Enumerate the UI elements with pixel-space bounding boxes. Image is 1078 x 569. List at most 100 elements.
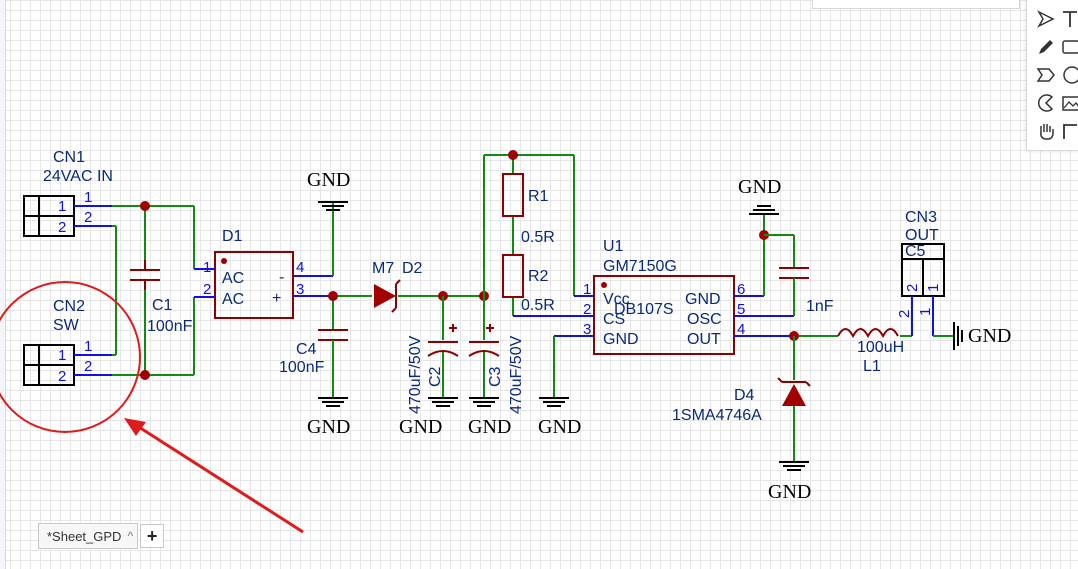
inductor-l1[interactable]: 100uH L1 bbox=[837, 328, 904, 375]
cn2-ref: CN2 bbox=[53, 298, 85, 315]
c2-ref: C2 bbox=[427, 366, 444, 387]
ic-u1[interactable]: U1 GM7150G DB107S Vcc CS GND GND OSC OUT… bbox=[554, 238, 794, 355]
gnd-d1: GND bbox=[307, 169, 350, 276]
c3-value: 470uF/50V bbox=[508, 335, 525, 414]
connector-cn3[interactable]: C5 2 1 2 1 CN3 OUT GND bbox=[896, 209, 1011, 350]
cn2-pin2-inner: 2 bbox=[58, 368, 66, 385]
d1-ac1: AC bbox=[222, 270, 244, 287]
image-icon[interactable] bbox=[1059, 92, 1078, 114]
cn1-pin2-inner: 2 bbox=[58, 219, 66, 236]
add-sheet-button[interactable]: + bbox=[140, 524, 165, 548]
rectangle-icon[interactable] bbox=[1059, 36, 1078, 58]
cn1-value: 24VAC IN bbox=[43, 168, 113, 185]
capacitor-c4[interactable]: C4 100nF GND bbox=[279, 329, 350, 438]
wires-output bbox=[789, 296, 913, 462]
gnd-label: GND bbox=[968, 325, 1011, 347]
cn2-pin2: 2 bbox=[84, 358, 92, 375]
d1-pin2: 2 bbox=[203, 281, 211, 298]
text-icon[interactable] bbox=[1059, 8, 1078, 30]
chevron-up-icon[interactable]: ^ bbox=[127, 529, 134, 543]
d1-pin3: 3 bbox=[296, 281, 304, 298]
d2-ref: D2 bbox=[402, 260, 423, 277]
arrow-shape-icon[interactable] bbox=[1035, 64, 1057, 86]
pointer-icon[interactable] bbox=[1035, 8, 1057, 30]
capacitor-c2[interactable]: 470uF/50V C2 GND bbox=[399, 324, 459, 438]
junction bbox=[140, 370, 150, 380]
cn2-pin1: 1 bbox=[84, 338, 92, 355]
u1-ref: U1 bbox=[603, 238, 624, 255]
u1-overlap-label: DB107S bbox=[614, 301, 674, 318]
bridge-d1[interactable]: 1 2 4 3 AC AC - + D1 bbox=[194, 228, 333, 319]
cn3-ref: CN3 bbox=[905, 209, 937, 226]
c1-value: 100nF bbox=[147, 318, 193, 335]
hand-icon[interactable] bbox=[1035, 120, 1057, 142]
top-floating-bar bbox=[812, 0, 1020, 9]
gnd-label: GND bbox=[538, 416, 581, 438]
cn1-pin1-inner: 1 bbox=[58, 198, 66, 215]
cn2-value: SW bbox=[53, 317, 80, 334]
cn3-pin1: 1 bbox=[917, 308, 934, 316]
capacitor-osc[interactable]: GND 1nF bbox=[738, 176, 834, 316]
u1-pin2: 2 bbox=[583, 301, 591, 318]
sheet-tab-bar: *Sheet_GPD ^ + bbox=[38, 523, 165, 549]
pencil-icon[interactable] bbox=[1035, 36, 1057, 58]
l1-ref: L1 bbox=[863, 358, 881, 375]
u1-pin5: 5 bbox=[737, 301, 745, 318]
gnd-label: GND bbox=[738, 176, 781, 198]
cn1-ref: CN1 bbox=[53, 149, 85, 166]
annotation-highlight bbox=[0, 281, 304, 534]
d1-ac2: AC bbox=[222, 291, 244, 308]
d1-ref: D1 bbox=[222, 228, 243, 245]
capacitor-c3[interactable]: C3 470uF/50V GND bbox=[468, 324, 525, 438]
l1-value: 100uH bbox=[857, 339, 904, 356]
r1-ref: R1 bbox=[528, 188, 549, 205]
u1-vcc: Vcc bbox=[603, 291, 630, 308]
c4-ref: C4 bbox=[296, 341, 317, 358]
u1-osc: OSC bbox=[687, 311, 722, 328]
cn3-pin2-inner: 2 bbox=[904, 284, 921, 292]
wires-rail bbox=[328, 150, 594, 340]
sheet-tab[interactable]: *Sheet_GPD ^ bbox=[38, 523, 139, 549]
gnd-label: GND bbox=[307, 416, 350, 438]
d4-value: 1SMA4746A bbox=[672, 407, 762, 424]
c3-ref: C3 bbox=[487, 366, 504, 387]
connector-cn1[interactable]: 1 2 1 2 CN1 24VAC IN bbox=[23, 149, 113, 237]
junction bbox=[140, 201, 150, 211]
ellipse-icon[interactable] bbox=[1059, 64, 1078, 86]
gnd-label: GND bbox=[768, 481, 811, 503]
diode-d2[interactable]: M7 D2 bbox=[372, 260, 423, 313]
u1-cs: CS bbox=[603, 311, 625, 328]
u1-value: GM7150G bbox=[603, 258, 677, 275]
u1-pin3: 3 bbox=[583, 321, 591, 338]
r1-value: 0.5R bbox=[521, 229, 555, 246]
c-osc-value: 1nF bbox=[806, 298, 834, 315]
r2-value: 0.5R bbox=[521, 297, 555, 314]
arc-icon[interactable] bbox=[1035, 92, 1057, 114]
d1-pin1: 1 bbox=[203, 259, 211, 276]
line-corner-icon[interactable] bbox=[1059, 120, 1078, 142]
u1-pin6: 6 bbox=[737, 281, 745, 298]
cn1-pin1: 1 bbox=[84, 189, 92, 206]
zener-d4[interactable]: D4 1SMA4746A GND bbox=[672, 377, 811, 503]
wires-input bbox=[112, 201, 195, 380]
left-ruler bbox=[0, 0, 6, 569]
cn3-value: OUT bbox=[905, 227, 939, 244]
d2-value: M7 bbox=[372, 260, 394, 277]
gnd-label: GND bbox=[307, 169, 350, 191]
connector-cn2[interactable]: 1 2 1 2 CN2 SW bbox=[23, 298, 112, 386]
c1-ref: C1 bbox=[152, 297, 173, 314]
c2-value: 470uF/50V bbox=[407, 335, 424, 414]
cn1-pin2: 2 bbox=[84, 209, 92, 226]
sheet-tab-label: *Sheet_GPD bbox=[47, 528, 122, 544]
r2-ref: R2 bbox=[528, 268, 549, 285]
resistor-r1[interactable]: R1 0.5R bbox=[502, 173, 555, 246]
drawing-toolbar bbox=[1026, 0, 1078, 151]
resistor-r2[interactable]: R2 0.5R bbox=[502, 254, 555, 314]
capacitor-c1[interactable]: C1 100nF bbox=[130, 260, 193, 335]
c4-value: 100nF bbox=[279, 359, 325, 376]
d4-ref: D4 bbox=[734, 387, 755, 404]
d1-body bbox=[214, 251, 294, 319]
u1-gnd: GND bbox=[603, 331, 639, 348]
